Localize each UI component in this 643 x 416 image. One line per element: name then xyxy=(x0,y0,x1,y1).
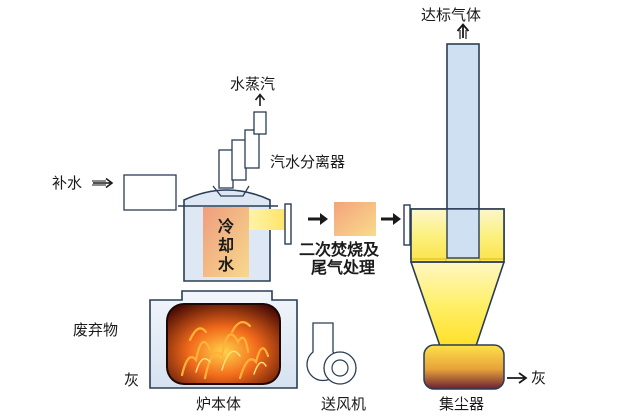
dust-collector-label: 集尘器 xyxy=(439,395,484,413)
arrow-up-icon xyxy=(456,23,470,39)
makeup-water-label: 补水 xyxy=(52,174,82,192)
waste-label: 废弃物 xyxy=(73,321,118,339)
furnace-body xyxy=(149,290,298,389)
steam-separator-label: 汽水分离器 xyxy=(270,153,345,171)
flame-icon xyxy=(195,350,267,375)
cyclone-inlet-flange xyxy=(403,204,411,246)
cooling-water-line1: 冷 xyxy=(218,217,234,236)
flame-icon xyxy=(180,321,270,380)
ash-right-label: 灰 xyxy=(531,369,546,387)
makeup-water-tank xyxy=(123,174,177,211)
steam-separator xyxy=(212,111,267,197)
arrow-right-icon xyxy=(92,177,114,189)
secondary-label-line2: 尾气处理 xyxy=(311,258,375,277)
fan-icon xyxy=(306,322,357,385)
furnace-body-label: 炉本体 xyxy=(196,395,241,413)
exhaust-out-label: 达标气体 xyxy=(421,6,481,24)
dust-collector xyxy=(409,208,506,390)
secondary-label-line1: 二次焚烧及 xyxy=(299,240,380,259)
cooling-water-line2: 却 xyxy=(218,236,234,255)
flue-duct xyxy=(249,203,292,245)
blower-label: 送风机 xyxy=(321,395,366,413)
arrow-right-icon xyxy=(308,213,328,225)
steam-out-label: 水蒸汽 xyxy=(230,75,275,93)
cooling-water-line3: 水 xyxy=(218,255,235,274)
boiler-vessel xyxy=(178,189,278,282)
secondary-combustion-box xyxy=(334,202,376,236)
ash-left-label: 灰 xyxy=(124,371,139,389)
arrow-right-icon xyxy=(507,372,528,384)
arrow-up-icon xyxy=(254,93,266,106)
arrow-right-icon xyxy=(381,213,401,225)
